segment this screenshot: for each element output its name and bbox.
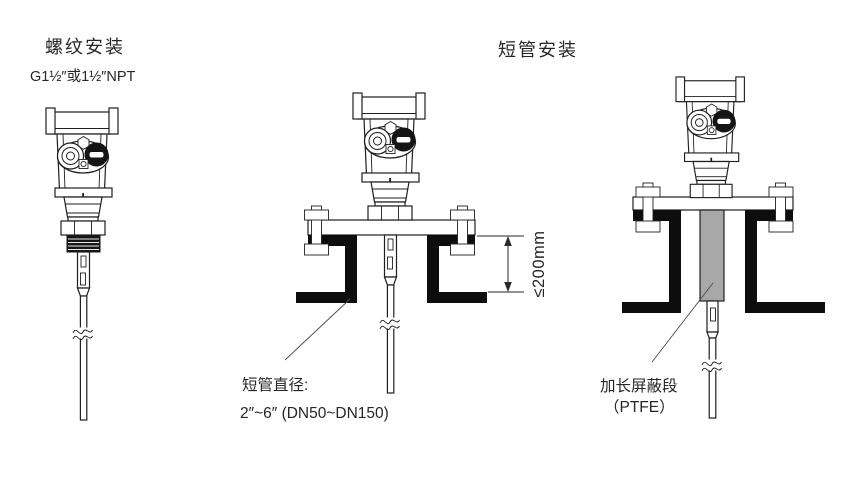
- shield-callout-line1: 加长屏蔽段: [600, 377, 678, 395]
- ptfe-shield: [699, 209, 725, 302]
- leader-line: [284, 298, 351, 361]
- tank-roof-right: [427, 292, 487, 303]
- mounting-bolt-right: [768, 182, 794, 233]
- arrowhead-up: [504, 236, 512, 246]
- tank-nozzle-wall-right: [427, 246, 439, 292]
- probe-taper: [76, 287, 91, 297]
- mounting-bolt-left: [304, 205, 329, 256]
- flange-plate: [632, 196, 794, 211]
- probe-rod: [708, 337, 717, 419]
- break-symbol: [72, 329, 93, 341]
- dimension-label: ≤200mm: [530, 230, 548, 297]
- nozzle-flange-left: [633, 210, 681, 221]
- nozzle-flange-left: [308, 235, 357, 246]
- transmitter-head-shielded: [675, 76, 745, 199]
- nozzle-title: 短管安装: [498, 40, 578, 60]
- probe-slot: [80, 255, 87, 268]
- shielded-figure: 加长屏蔽段 （PTFE）: [600, 76, 825, 419]
- tank-roof-left: [296, 292, 357, 303]
- shield-callout-line2: （PTFE）: [604, 399, 675, 416]
- break-symbol: [701, 361, 722, 373]
- bolt-nut: [768, 220, 794, 233]
- tank-roof-left: [622, 302, 681, 313]
- threaded-figure: 螺纹安装 G1½″或1½″NPT: [30, 37, 136, 421]
- thread-spec-label: G1½″或1½″NPT: [30, 68, 136, 85]
- probe-rod: [79, 295, 88, 421]
- dimension-arrow: [477, 235, 524, 293]
- tank-roof-right: [745, 302, 825, 313]
- probe-slot: [387, 256, 393, 270]
- break-gap: [381, 317, 400, 329]
- probe-slot: [710, 307, 716, 322]
- break-symbol: [379, 319, 400, 331]
- transmitter-head-nozzle: [352, 92, 426, 221]
- probe-slot: [80, 272, 86, 286]
- break-gap: [74, 327, 93, 339]
- probe-taper: [706, 331, 719, 339]
- bolt-nut: [635, 220, 661, 233]
- nozzle-callout-line1: 短管直径:: [242, 376, 308, 394]
- leader-line: [651, 282, 714, 363]
- nozzle-flange-right: [745, 210, 793, 221]
- nozzle-callout-line2: 2″~6″ (DN50~DN150): [240, 405, 389, 422]
- probe-slot: [387, 238, 394, 251]
- bolt-head: [450, 209, 475, 221]
- bolt-nut: [450, 243, 475, 256]
- nozzle-figure: 短管安装: [240, 40, 578, 422]
- tank-nozzle-wall-left: [345, 246, 357, 292]
- mounting-bolt-right: [450, 205, 475, 256]
- tank-nozzle-wall-left: [669, 221, 681, 302]
- threaded-title: 螺纹安装: [45, 37, 125, 57]
- arrowhead-down: [504, 282, 512, 292]
- nozzle-flange-right: [427, 235, 475, 246]
- flange-plate: [307, 219, 476, 236]
- bolt-head: [635, 186, 661, 198]
- tank-nozzle-wall-right: [745, 221, 757, 302]
- break-gap: [703, 359, 722, 371]
- thread-ridges: [68, 238, 99, 250]
- bolt-head: [304, 209, 329, 221]
- transmitter-head-threaded: [45, 107, 119, 236]
- mounting-bolt-left: [635, 182, 661, 233]
- probe-taper: [383, 276, 398, 286]
- bolt-nut: [304, 243, 329, 256]
- bolt-head: [768, 186, 794, 198]
- probe-rod: [386, 284, 395, 394]
